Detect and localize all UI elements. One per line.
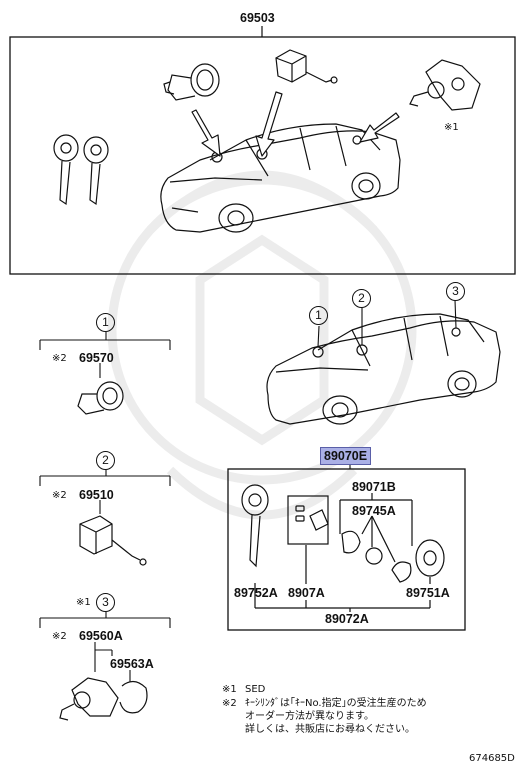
part-89752a: 89752A bbox=[234, 586, 278, 600]
callout-2-group: 2 bbox=[96, 451, 115, 470]
car-illustration-top bbox=[160, 123, 401, 233]
group-2-note-mark: ※2 bbox=[52, 490, 67, 501]
part-89745a: 89745A bbox=[352, 504, 396, 518]
part-69510: 69510 bbox=[79, 488, 114, 502]
trunk-lock-top-right bbox=[409, 59, 481, 111]
callout-2-car: 2 bbox=[352, 289, 371, 308]
figure-id: 674685D bbox=[469, 753, 515, 764]
group-3-bracket bbox=[39, 612, 171, 682]
callout-1-car: 1 bbox=[309, 306, 328, 325]
callout-3-car: 3 bbox=[446, 282, 465, 301]
part-89071b: 89071B bbox=[352, 480, 396, 494]
ignition-switch-69510 bbox=[79, 515, 147, 566]
footnote-1-text: SED bbox=[245, 684, 266, 695]
footnote-1-mark: ※1 bbox=[222, 684, 237, 695]
callout-leaders-middle bbox=[317, 299, 457, 348]
part-69563a: 69563A bbox=[110, 657, 154, 671]
top-group-code: 69503 bbox=[240, 11, 275, 25]
car-illustration-middle bbox=[266, 313, 501, 425]
part-69560a: 69560A bbox=[79, 629, 123, 643]
group-3-note-mark: ※2 bbox=[52, 631, 67, 642]
part-89751a: 89751A bbox=[406, 586, 450, 600]
group-3-header-mark: ※1 bbox=[76, 597, 91, 608]
footnote-2-line-2: オーダー方法が異なります。 bbox=[245, 711, 374, 722]
group-2-bracket bbox=[39, 470, 171, 514]
key-set-components bbox=[241, 484, 445, 612]
callout-1-group: 1 bbox=[96, 313, 115, 332]
lock-cylinder-69570 bbox=[77, 381, 124, 415]
callout-3-group: 3 bbox=[96, 593, 115, 612]
footnote-2-mark: ※2 bbox=[222, 698, 237, 709]
part-89070e[interactable]: 89070E bbox=[320, 447, 372, 465]
keys-top bbox=[53, 134, 109, 206]
footnote-2-line-3: 詳しくは、共販店にお尋ねください。 bbox=[245, 724, 415, 735]
lock-cylinder-top-left bbox=[163, 63, 220, 101]
part-8907a: 8907A bbox=[288, 586, 325, 600]
group-1-bracket bbox=[39, 332, 171, 378]
key-set-frame bbox=[227, 468, 466, 631]
arrows-to-car bbox=[191, 91, 400, 157]
part-69570: 69570 bbox=[79, 351, 114, 365]
footnote-2-line-1: ｷｰｼﾘﾝﾀﾞは｢ｷｰNo.指定｣の受注生産のため bbox=[245, 698, 427, 709]
ignition-switch-top bbox=[275, 49, 338, 84]
part-89072a: 89072A bbox=[325, 612, 369, 626]
group-1-note-mark: ※2 bbox=[52, 353, 67, 364]
trunk-lock-69560a bbox=[59, 677, 148, 721]
top-sed-mark: ※1 bbox=[444, 122, 459, 133]
